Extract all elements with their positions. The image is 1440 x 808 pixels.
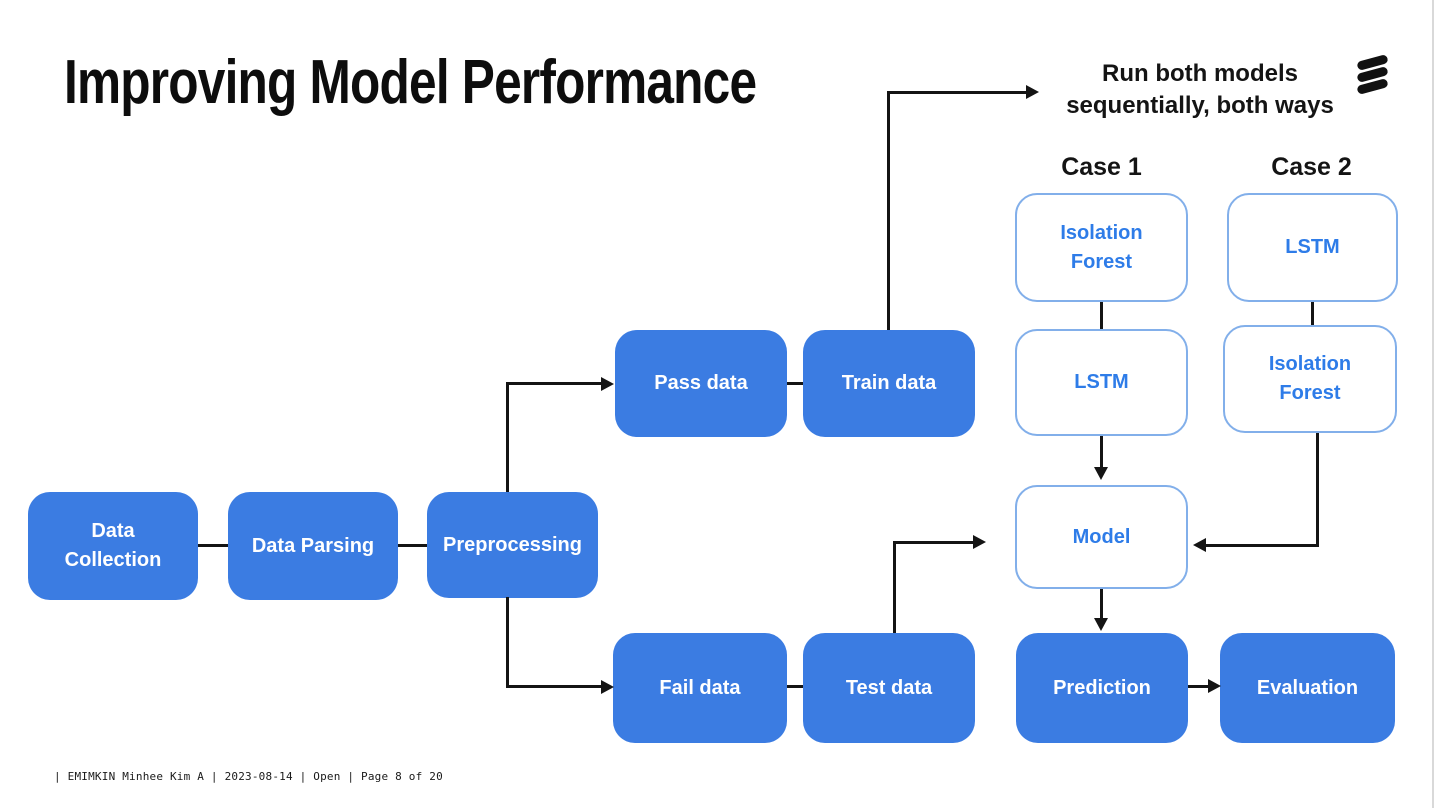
connector-model-prediction: [1100, 589, 1103, 620]
case1-label: Case 1: [1061, 153, 1142, 181]
annotation-line-2: sequentially, both ways: [1066, 92, 1334, 119]
connector-case2-model-horizontal: [1206, 544, 1319, 547]
node-case2-isolation-forest: Isolation Forest: [1223, 325, 1397, 433]
node-test-data: Test data: [803, 633, 975, 743]
node-fail-data: Fail data: [613, 633, 787, 743]
arrowhead-to-pass-data: [601, 377, 614, 391]
connector-collection-parsing: [198, 544, 228, 547]
connector-train-annotation-horizontal: [887, 91, 1029, 94]
connector-fail-test: [787, 685, 803, 688]
node-evaluation: Evaluation: [1220, 633, 1395, 743]
connector-parsing-preprocessing: [398, 544, 427, 547]
annotation-run-both-models: Run both models sequentially, both ways: [1040, 58, 1360, 122]
slide-footer: | EMIMKIN Minhee Kim A | 2023-08-14 | Op…: [54, 770, 443, 783]
node-case2-lstm: LSTM: [1227, 193, 1398, 302]
connector-train-annotation-vertical: [887, 91, 890, 330]
ericsson-logo-icon: [1355, 54, 1395, 101]
connector-case2-model-vertical: [1316, 433, 1319, 546]
node-data-collection: Data Collection: [28, 492, 198, 600]
node-model: Model: [1015, 485, 1188, 589]
arrowhead-case2-to-model: [1193, 538, 1206, 552]
arrowhead-prediction-to-evaluation: [1208, 679, 1221, 693]
connector-test-model-horizontal: [893, 541, 975, 544]
connector-prediction-evaluation: [1188, 685, 1210, 688]
connector-pass-train: [787, 382, 803, 385]
node-train-data: Train data: [803, 330, 975, 437]
node-data-parsing: Data Parsing: [228, 492, 398, 600]
page-title: Improving Model Performance: [64, 48, 757, 117]
connector-preprocessing-pass-horizontal: [506, 382, 602, 385]
connector-case1-model-vertical: [1100, 436, 1103, 469]
connector-case1-step1-step2: [1100, 302, 1103, 329]
node-case1-lstm: LSTM: [1015, 329, 1188, 436]
connector-preprocessing-fail-horizontal: [506, 685, 602, 688]
connector-test-model-vertical: [893, 543, 896, 633]
node-prediction: Prediction: [1016, 633, 1188, 743]
case2-label: Case 2: [1271, 153, 1352, 181]
connector-preprocessing-fail-vertical: [506, 597, 509, 688]
arrowhead-case1-to-model: [1094, 467, 1108, 480]
arrowhead-test-to-model: [973, 535, 986, 549]
connector-case2-step1-step2: [1311, 302, 1314, 325]
window-right-border: [1432, 0, 1434, 808]
arrowhead-model-to-prediction: [1094, 618, 1108, 631]
connector-preprocessing-pass-vertical: [506, 384, 509, 492]
node-preprocessing: Preprocessing: [427, 492, 598, 598]
node-case1-isolation-forest: Isolation Forest: [1015, 193, 1188, 302]
annotation-line-1: Run both models: [1102, 60, 1298, 87]
arrowhead-to-annotation: [1026, 85, 1039, 99]
node-pass-data: Pass data: [615, 330, 787, 437]
arrowhead-to-fail-data: [601, 680, 614, 694]
